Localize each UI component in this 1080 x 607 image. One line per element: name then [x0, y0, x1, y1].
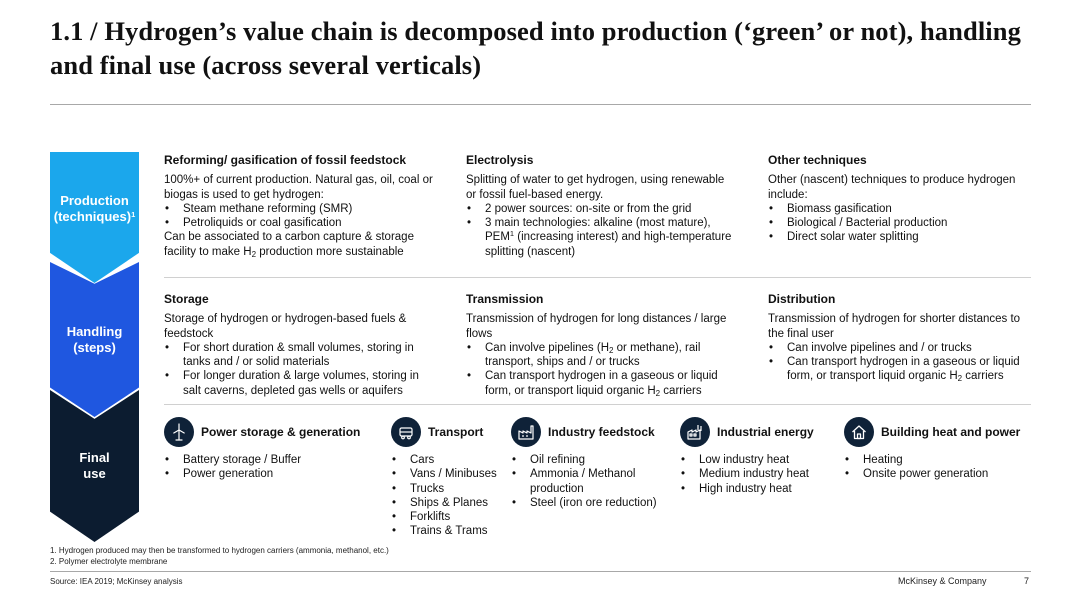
vehicle-icon [391, 417, 421, 447]
list-item: Power generation [164, 467, 379, 482]
wind-turbine-icon [164, 417, 194, 447]
final-use-label: Final use [79, 450, 110, 481]
footer-divider [50, 571, 1031, 572]
list-item: Trucks [391, 482, 516, 497]
electrolysis-intro: Splitting of water to get hydrogen, usin… [466, 174, 725, 201]
final-use-industrial-energy: Industrial energy Low industry heat Medi… [680, 415, 840, 496]
final-use-title: Industry feedstock [548, 425, 655, 439]
transmission-intro: Transmission of hydrogen for long distan… [466, 313, 727, 340]
reforming-heading: Reforming/ gasification of fossil feedst… [164, 153, 407, 167]
page-title: 1.1 / Hydrogen’s value chain is decompos… [50, 16, 1021, 80]
other-techniques-column: Other techniques Other (nascent) techniq… [768, 153, 1036, 245]
list-item: High industry heat [680, 482, 840, 497]
other-techniques-heading: Other techniques [768, 153, 867, 167]
list-item: Can involve pipelines (H2 or methane), r… [466, 341, 734, 370]
list-item: Forklifts [391, 510, 516, 525]
list-item: Heating [844, 453, 1034, 468]
final-use-title: Transport [428, 425, 484, 439]
list-item: Can transport hydrogen in a gaseous or l… [768, 355, 1038, 384]
section-divider [164, 404, 1031, 405]
house-icon [844, 417, 874, 447]
list-item: Can transport hydrogen in a gaseous or l… [466, 369, 734, 398]
transmission-heading: Transmission [466, 292, 544, 306]
footnotes: 1. Hydrogen produced may then be transfo… [50, 546, 389, 567]
list-item: Ships & Planes [391, 496, 516, 511]
footnote: 2. Polymer electrolyte membrane [50, 556, 168, 566]
reforming-column: Reforming/ gasification of fossil feedst… [164, 153, 434, 259]
production-chevron: Production (techniques)1 [50, 152, 139, 283]
list-item: Medium industry heat [680, 467, 840, 482]
other-techniques-intro: Other (nascent) techniques to produce hy… [768, 174, 1016, 201]
reforming-intro: 100%+ of current production. Natural gas… [164, 174, 433, 201]
title-divider [50, 104, 1031, 105]
final-use-industry-feedstock: Industry feedstock Oil refining Ammonia … [511, 415, 671, 510]
storage-column: Storage Storage of hydrogen or hydrogen-… [164, 292, 432, 398]
list-item: Trains & Trams [391, 524, 516, 539]
brand-name: McKinsey & Company [898, 576, 987, 586]
distribution-intro: Transmission of hydrogen for shorter dis… [768, 313, 1021, 340]
electrolysis-column: Electrolysis Splitting of water to get h… [466, 153, 734, 259]
list-item: Steel (iron ore reduction) [511, 496, 661, 511]
list-item: Direct solar water splitting [768, 230, 1036, 245]
list-item: 3 main technologies: alkaline (most matu… [466, 216, 734, 259]
storage-intro: Storage of hydrogen or hydrogen-based fu… [164, 313, 407, 340]
list-item: Onsite power generation [844, 467, 1034, 482]
list-item: Biomass gasification [768, 202, 1036, 217]
page-number: 7 [1024, 576, 1030, 586]
final-use-power: Power storage & generation Battery stora… [164, 415, 379, 482]
list-item: Steam methane reforming (SMR) [164, 202, 434, 217]
transmission-column: Transmission Transmission of hydrogen fo… [466, 292, 734, 398]
section-divider [164, 277, 1031, 278]
final-use-transport: Transport Cars Vans / Minibuses Trucks S… [391, 415, 516, 539]
final-use-title: Power storage & generation [201, 425, 361, 439]
final-use-title: Building heat and power [881, 425, 1021, 439]
final-use-building: Building heat and power Heating Onsite p… [844, 415, 1034, 482]
list-item: Can involve pipelines and / or trucks [768, 341, 1038, 356]
source-note: Source: IEA 2019; McKinsey analysis [50, 577, 183, 586]
list-item: For short duration & small volumes, stor… [164, 341, 432, 370]
list-item: Low industry heat [680, 453, 840, 468]
list-item: 2 power sources: on-site or from the gri… [466, 202, 734, 217]
distribution-heading: Distribution [768, 292, 836, 306]
distribution-column: Distribution Transmission of hydrogen fo… [768, 292, 1038, 384]
handling-chevron: Handling (steps) [50, 262, 139, 417]
list-item: Battery storage / Buffer [164, 453, 379, 468]
footnote: 1. Hydrogen produced may then be transfo… [50, 546, 389, 555]
list-item: Cars [391, 453, 516, 468]
reforming-outro: Can be associated to a carbon capture & … [164, 231, 414, 259]
list-item: Petroliquids or coal gasification [164, 216, 434, 231]
list-item: Oil refining [511, 453, 661, 468]
list-item: Biological / Bacterial production [768, 216, 1036, 231]
production-label: Production (techniques)1 [53, 193, 136, 224]
storage-heading: Storage [164, 292, 209, 306]
electrolysis-heading: Electrolysis [466, 153, 534, 167]
list-item: Ammonia / Methanol production [511, 467, 650, 496]
list-item: For longer duration & large volumes, sto… [164, 369, 432, 398]
list-item: Vans / Minibuses [391, 467, 516, 482]
final-use-title: Industrial energy [717, 425, 814, 439]
handling-label: Handling (steps) [66, 324, 123, 355]
industrial-plant-icon [680, 417, 710, 447]
factory-icon [511, 417, 541, 447]
